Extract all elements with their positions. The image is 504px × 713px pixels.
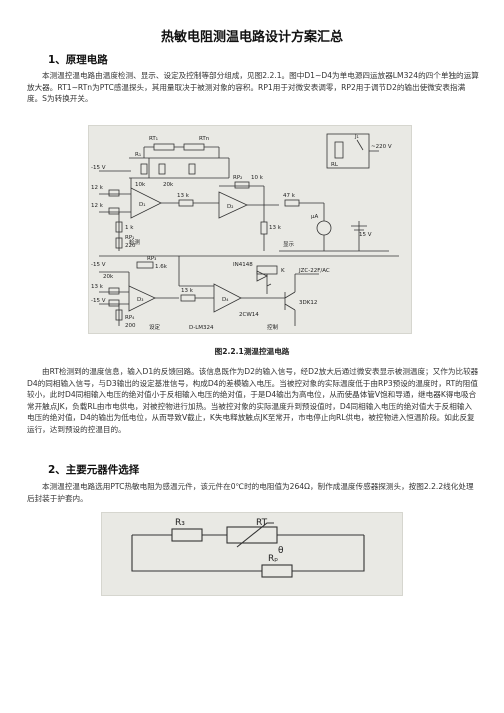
label-r20k-b: 20k	[103, 274, 114, 280]
label-r10k: 10k	[135, 182, 146, 188]
label-jzc: JZC-22F/AC	[298, 268, 330, 274]
label-rp1: RP₁	[125, 235, 134, 241]
label-r200: 200	[125, 323, 136, 329]
label-r15v: 15 V	[359, 232, 372, 238]
label-theta: θ	[278, 546, 284, 556]
label-d1: D₁	[139, 202, 145, 208]
label-r1: R₁	[135, 152, 141, 158]
label-r3: R₃	[175, 518, 185, 528]
label-r13k-b: 13 k	[269, 225, 282, 231]
label-sv: 2CW14	[239, 312, 259, 318]
label-r12k-a: 12 k	[91, 185, 104, 191]
linearization-circuit-figure: R₃ RT θ Rₚ	[101, 512, 403, 596]
label-rp: Rₚ	[268, 554, 278, 564]
label-r13k-a: 13 k	[177, 193, 190, 199]
label-r12k-b: 12 k	[91, 203, 104, 209]
label-ac220: ~220 V	[371, 144, 392, 150]
label-minus15a: -15 V	[91, 165, 106, 171]
label-rt: RT	[256, 518, 268, 528]
components-text: 本测温控温电路选用PTC热敏电阻为感温元件，该元件在0℃时的电阻值为264Ω，制…	[27, 482, 474, 503]
label-in4148: IN4148	[233, 262, 253, 268]
section-heading-principle: 1、原理电路	[48, 54, 108, 66]
label-d3: D₃	[137, 297, 143, 303]
label-d2: D₂	[227, 204, 233, 210]
circuit-diagram: RT₁ RTn R₁ 10k 20k -15 V 12 k 12 k 1 k R…	[91, 133, 399, 331]
label-d4: D₄	[222, 297, 229, 303]
label-ua: μA	[311, 214, 318, 220]
linearization-circuit: R₃ RT θ Rₚ	[131, 518, 365, 578]
label-rp4: RP₄	[125, 315, 135, 321]
label-kongzhi: 控制	[267, 323, 279, 331]
label-r20k: 20k	[163, 182, 174, 188]
label-sheding: 设定	[149, 323, 161, 331]
explanation-paragraph: 由RT检测到的温度信息，输入D1的反馈回路。该信息既作为D2的输入信号，经D2放…	[27, 366, 479, 436]
section-heading-components: 2、主要元器件选择	[48, 464, 140, 476]
label-v3dg: 3DK12	[299, 300, 317, 306]
components-paragraph: 本测温控温电路选用PTC热敏电阻为感温元件，该元件在0℃时的电阻值为264Ω，制…	[27, 481, 479, 504]
page-title: 热敏电阻测温电路设计方案汇总	[160, 30, 343, 45]
label-rp3: RP₃	[147, 256, 156, 262]
label-jiance: 检测	[129, 238, 141, 246]
intro-paragraph: 本测温控温电路由温度检测、显示、设定及控制等部分组成，见图2.2.1。图中D1~…	[27, 70, 479, 105]
explanation-text: 由RT检测到的温度信息，输入D1的反馈回路。该信息既作为D2的输入信号，经D2放…	[27, 367, 479, 434]
label-jk: J₁	[354, 134, 359, 140]
circuit-diagram-figure: RT₁ RTn R₁ 10k 20k -15 V 12 k 12 k 1 k R…	[88, 125, 412, 334]
label-r220: 220	[125, 243, 136, 249]
label-lm324: D-LM324	[189, 325, 214, 331]
figure-caption-1: 图2.2.1测温控温电路	[214, 347, 290, 356]
label-rtn: RTn	[199, 136, 210, 142]
label-r1k6: 1.6k	[155, 264, 168, 270]
label-xianshi: 显示	[283, 241, 295, 248]
label-r1k: 1 k	[125, 225, 134, 231]
label-r13k-d: 13 k	[181, 288, 194, 294]
label-minus15b: -15 V	[91, 262, 106, 268]
label-r47k: 47 k	[283, 193, 296, 199]
label-r13k-c: 13 k	[91, 284, 104, 290]
label-rl: RL	[331, 162, 339, 168]
label-rp2: RP₂	[233, 175, 242, 181]
label-minus15c: -15 V	[91, 298, 106, 304]
label-r10k-b: 10 k	[251, 175, 264, 181]
label-rt1: RT₁	[149, 136, 158, 142]
label-k: K	[281, 268, 285, 274]
intro-text: 本测温控温电路由温度检测、显示、设定及控制等部分组成，见图2.2.1。图中D1~…	[27, 71, 479, 104]
